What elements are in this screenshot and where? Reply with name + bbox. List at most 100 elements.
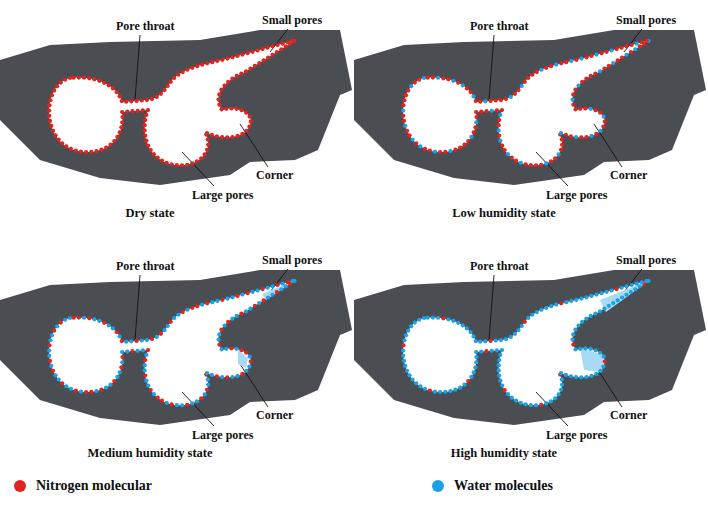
molecule-dot <box>72 76 76 80</box>
water-film <box>262 280 296 300</box>
molecule-dot <box>129 99 133 103</box>
molecule-dot <box>176 73 180 77</box>
molecule-dot <box>579 375 583 379</box>
molecule-dot <box>107 83 111 87</box>
molecule-dot <box>203 392 207 396</box>
molecule-dot <box>143 128 147 132</box>
molecule-dot <box>417 78 421 82</box>
molecule-dot <box>498 139 502 143</box>
molecule-dot <box>451 319 455 323</box>
molecule-dot <box>583 106 587 110</box>
molecule-dot <box>513 92 517 96</box>
molecule-dot <box>134 339 138 343</box>
molecule-dot <box>438 390 442 394</box>
molecule-dot <box>549 159 553 163</box>
molecule-dot <box>217 103 221 107</box>
molecule-dot <box>220 58 224 62</box>
molecule-dot <box>607 304 611 308</box>
molecule-dot <box>407 373 411 377</box>
molecule-dot <box>461 323 465 327</box>
molecule-dot <box>230 77 234 81</box>
molecule-dot <box>79 390 83 394</box>
molecule-dot <box>144 113 148 117</box>
panel-high <box>354 269 706 426</box>
panel-medium <box>0 269 352 426</box>
molecule-dot <box>117 334 121 338</box>
molecule-dot <box>560 377 564 381</box>
molecule-dot <box>160 398 164 402</box>
molecule-dot <box>247 124 251 128</box>
molecule-dot <box>539 403 543 407</box>
molecule-dot <box>141 108 145 112</box>
molecule-dot <box>169 320 173 324</box>
molecule-dot <box>468 90 472 94</box>
molecule-dot <box>99 388 103 392</box>
molecule-dot <box>222 323 226 327</box>
molecule-dot <box>108 383 112 387</box>
molecule-dot <box>84 390 88 394</box>
molecule-dot <box>180 163 184 167</box>
molecule-dot <box>401 108 405 112</box>
molecule-dot <box>554 63 558 67</box>
molecule-dot <box>230 375 234 379</box>
molecule-dot <box>279 287 283 291</box>
molecule-dot <box>60 381 64 385</box>
molecule-dot <box>235 54 239 58</box>
panel-molecules <box>47 279 297 408</box>
molecule-dot <box>159 332 163 336</box>
molecule-dot <box>51 129 55 133</box>
molecule-dot <box>474 360 478 364</box>
molecule-dot <box>240 108 244 112</box>
molecule-dot <box>112 379 116 383</box>
molecule-dot <box>143 363 147 367</box>
molecule-dot <box>497 373 501 377</box>
molecule-dot <box>219 328 223 332</box>
molecule-dot <box>624 293 628 297</box>
molecule-dot <box>247 364 251 368</box>
molecule-dot <box>87 316 91 320</box>
molecule-dot <box>428 148 432 152</box>
molecule-dot <box>149 388 153 392</box>
molecule-dot <box>175 403 179 407</box>
molecule-dot <box>120 339 124 343</box>
molecule-dot <box>146 348 150 352</box>
molecule-dot <box>574 135 578 139</box>
molecule-dot <box>524 402 528 406</box>
molecule-dot <box>225 57 229 61</box>
molecule-dot <box>146 383 150 387</box>
molecule-dot <box>524 162 528 166</box>
molecule-dot <box>275 50 279 54</box>
molecule-dot <box>603 359 607 363</box>
molecule-dot <box>516 88 520 92</box>
molecule-dot <box>210 373 214 377</box>
molecule-dot <box>160 158 164 162</box>
molecule-dot <box>625 284 629 288</box>
molecule-dot <box>510 156 514 160</box>
molecule-dot <box>441 76 445 80</box>
panel-molecules <box>47 39 297 168</box>
molecule-dot <box>513 332 517 336</box>
state-title: Low humidity state <box>452 206 555 220</box>
molecule-dot <box>559 371 563 375</box>
molecule-dot <box>108 143 112 147</box>
molecule-dot <box>569 59 573 63</box>
molecule-dot <box>50 93 54 97</box>
molecule-dot <box>534 163 538 167</box>
molecule-dot <box>409 324 413 328</box>
molecule-dot <box>494 98 498 102</box>
molecule-dot <box>195 399 199 403</box>
molecule-dot <box>428 388 432 392</box>
molecule-dot <box>544 306 548 310</box>
molecule-dot <box>134 99 138 103</box>
molecule-dot <box>235 374 239 378</box>
molecule-dot <box>262 58 266 62</box>
molecule-dot <box>422 316 426 320</box>
panel-dry <box>0 29 352 186</box>
molecule-dot <box>240 372 244 376</box>
molecule-dot <box>239 311 243 315</box>
molecule-dot <box>472 130 476 134</box>
molecule-dot <box>451 79 455 83</box>
molecule-dot <box>635 282 639 286</box>
molecule-dot <box>165 161 169 165</box>
molecule-dot <box>624 53 628 57</box>
